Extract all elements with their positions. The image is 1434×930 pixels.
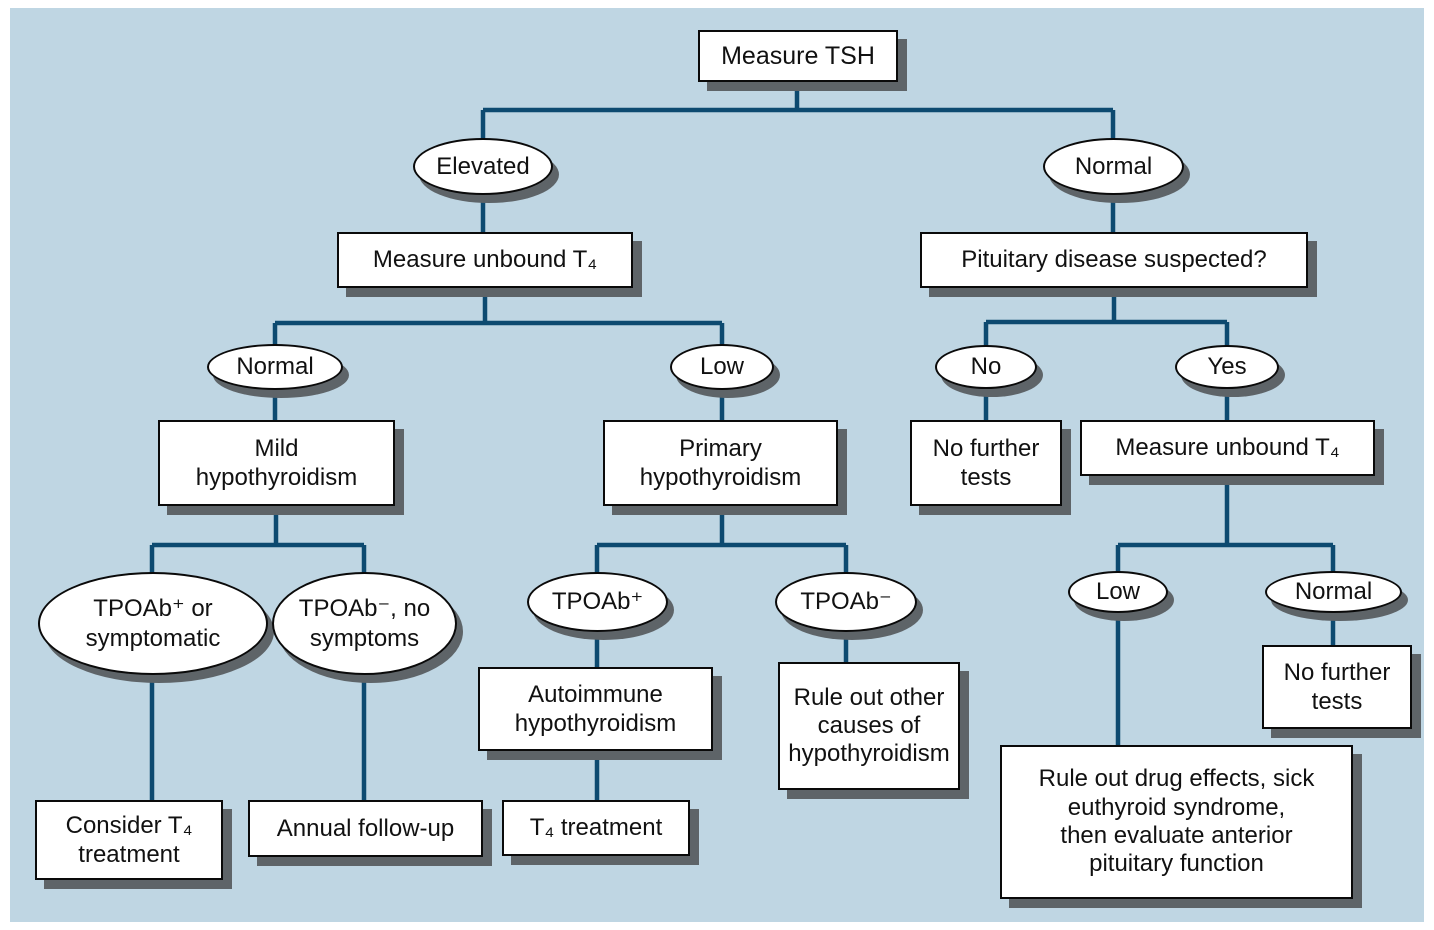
node-label: No further tests — [1283, 658, 1391, 715]
node-tpoab-pos: TPOAb⁺ — [527, 572, 668, 632]
node-label: TPOAb⁺ — [551, 588, 644, 616]
node-label: Rule out other causes of hypothyroidism — [788, 683, 950, 768]
node-label: Pituitary disease suspected? — [961, 246, 1267, 274]
node-consider-t4-treatment: Consider T₄ treatment — [35, 800, 223, 880]
node-tpoab-pos-symptomatic: TPOAb⁺ or symptomatic — [38, 572, 268, 675]
node-no-further-tests-right: No further tests — [1262, 645, 1412, 729]
node-label: Normal — [236, 353, 314, 381]
node-label: Elevated — [436, 152, 530, 180]
node-label: Normal — [1294, 578, 1373, 606]
node-measure-unbound-t4-right: Measure unbound T₄ — [1080, 420, 1375, 476]
node-rule-out-other-causes: Rule out other causes of hypothyroidism — [778, 662, 960, 790]
node-label: No — [970, 353, 1002, 381]
node-label: Annual follow-up — [276, 814, 455, 842]
node-label: Low — [699, 353, 745, 381]
node-primary-hypothyroidism: Primary hypothyroidism — [603, 420, 838, 506]
node-label: Consider T₄ treatment — [65, 811, 193, 868]
node-annual-followup: Annual follow-up — [248, 800, 483, 857]
node-label: TPOAb⁻ — [800, 588, 892, 616]
node-tpoab-neg-no-symptoms: TPOAb⁻, no symptoms — [272, 572, 457, 675]
node-label: Rule out drug effects, sick euthyroid sy… — [1038, 765, 1315, 878]
node-elevated: Elevated — [413, 138, 553, 195]
node-t4-normal: Normal — [207, 344, 343, 390]
node-label: TPOAb⁻, no symptoms — [298, 595, 431, 652]
connector-primary-split — [594, 506, 849, 667]
node-t4-treatment: T₄ treatment — [502, 800, 690, 856]
node-label: Yes — [1207, 353, 1247, 381]
connector-pituitary-split — [983, 286, 1230, 420]
node-label: Autoimmune hypothyroidism — [514, 680, 677, 737]
node-pituitary-no: No — [935, 345, 1037, 389]
node-unbound-low: Low — [1068, 571, 1168, 613]
node-t4-low: Low — [670, 344, 774, 390]
node-label: No further tests — [932, 434, 1040, 491]
node-no-further-tests-left: No further tests — [910, 420, 1062, 506]
connector-unbound-right-split — [1115, 476, 1336, 745]
node-label: Measure unbound T₄ — [372, 246, 598, 274]
node-label: Measure TSH — [721, 41, 875, 70]
node-label: Primary hypothyroidism — [639, 434, 802, 491]
node-label: TPOAb⁺ or symptomatic — [85, 595, 221, 652]
node-label: Low — [1095, 578, 1141, 606]
node-normal-tsh: Normal — [1043, 138, 1184, 195]
node-measure-unbound-t4: Measure unbound T₄ — [337, 232, 633, 288]
connector-tsh-split — [480, 80, 1116, 232]
node-pituitary-suspected: Pituitary disease suspected? — [920, 232, 1308, 288]
node-label: Normal — [1074, 152, 1153, 180]
node-tpoab-neg: TPOAb⁻ — [775, 572, 917, 632]
node-unbound-normal: Normal — [1265, 571, 1402, 613]
connector-unbound-t4-split — [272, 286, 725, 420]
node-autoimmune-hypothyroidism: Autoimmune hypothyroidism — [478, 667, 713, 751]
node-mild-hypothyroidism: Mild hypothyroidism — [158, 420, 395, 506]
node-label: Mild hypothyroidism — [195, 434, 358, 491]
node-label: T₄ treatment — [529, 814, 663, 842]
node-measure-tsh: Measure TSH — [698, 30, 898, 82]
node-pituitary-yes: Yes — [1175, 345, 1279, 389]
node-rule-out-drug-effects: Rule out drug effects, sick euthyroid sy… — [1000, 745, 1353, 899]
connector-mild-split — [149, 506, 367, 800]
node-label: Measure unbound T₄ — [1115, 434, 1340, 462]
